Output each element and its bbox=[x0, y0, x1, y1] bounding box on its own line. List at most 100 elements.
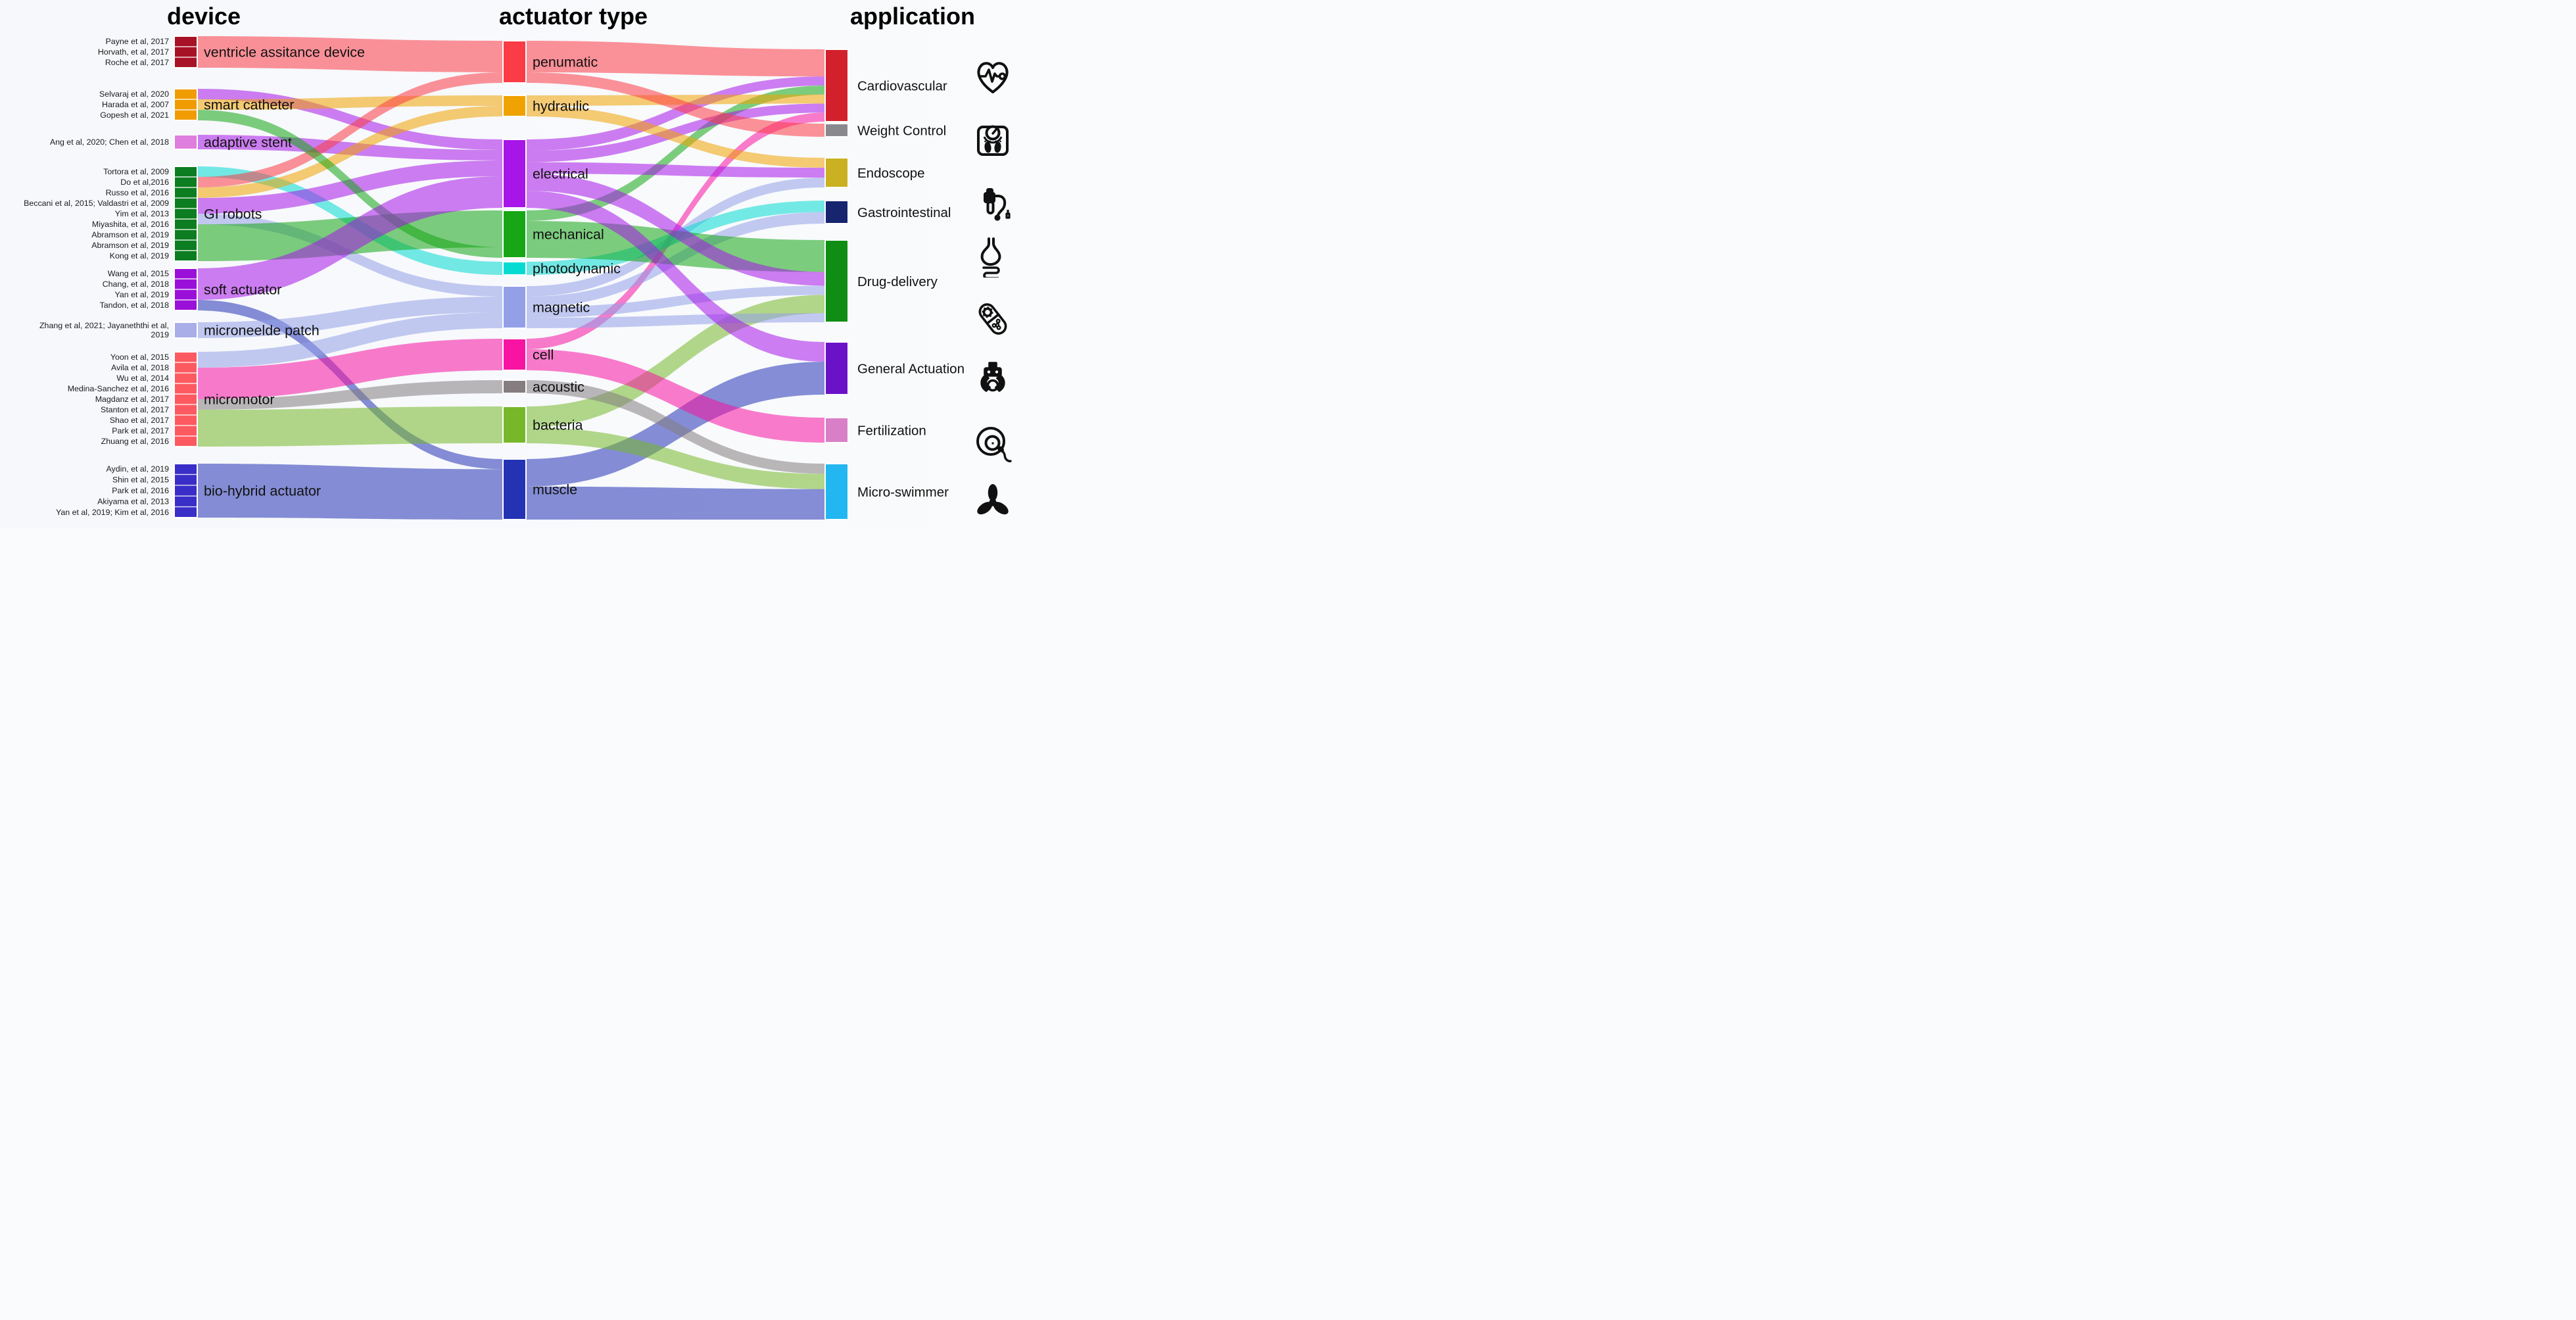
node-electrical[interactable] bbox=[502, 139, 527, 208]
flow-acoustic-swimmer[interactable] bbox=[526, 380, 825, 474]
flow-electrical-endoscope[interactable] bbox=[526, 162, 825, 178]
citation-gi-8: Kong et al, 2019 bbox=[110, 251, 169, 260]
label-device-soft: soft actuator bbox=[204, 282, 281, 298]
citation-catheter-1: Harada et al, 2007 bbox=[102, 100, 169, 109]
label-actuator-cell: cell bbox=[533, 347, 554, 363]
fertilization-icon bbox=[972, 423, 1014, 465]
label-application-cardio: Cardiovascular bbox=[857, 78, 947, 93]
label-application-weight: Weight Control bbox=[857, 123, 946, 138]
flow-mechanical-drug[interactable] bbox=[526, 221, 825, 272]
flow-magnetic-drug[interactable] bbox=[526, 285, 825, 318]
flow-gi-pneumatic[interactable] bbox=[197, 72, 503, 187]
node-magnetic[interactable] bbox=[502, 285, 527, 329]
flow-micromotor-acoustic[interactable] bbox=[197, 380, 503, 410]
citation-biohybrid-3: Akiyama et al, 2013 bbox=[97, 497, 169, 506]
citation-catheter-0: Selvaraj et al, 2020 bbox=[99, 89, 169, 99]
flow-hydraulic-endoscope[interactable] bbox=[526, 106, 825, 168]
citation-vad-2: Roche et al, 2017 bbox=[105, 58, 169, 67]
flow-patch-magnetic[interactable] bbox=[197, 297, 503, 338]
label-actuator-acoustic: acoustic bbox=[533, 379, 584, 395]
label-application-endoscope: Endoscope bbox=[857, 166, 925, 181]
flow-micromotor-bacteria[interactable] bbox=[197, 406, 503, 447]
citation-micromotor-0: Yoon et al, 2015 bbox=[110, 353, 169, 362]
node-vad[interactable] bbox=[174, 36, 198, 68]
flow-micromotor-cell[interactable] bbox=[197, 339, 503, 399]
node-weight[interactable] bbox=[824, 123, 849, 137]
citation-biohybrid-0: Aydin, et al, 2019 bbox=[106, 464, 169, 474]
node-endoscope[interactable] bbox=[824, 157, 849, 188]
node-fertilization[interactable] bbox=[824, 417, 849, 443]
citation-micromotor-5: Stanton et al, 2017 bbox=[101, 405, 169, 414]
node-stent[interactable] bbox=[174, 134, 198, 150]
flow-gi-hydraulic[interactable] bbox=[197, 106, 503, 198]
node-catheter[interactable] bbox=[174, 88, 198, 121]
node-acoustic[interactable] bbox=[502, 379, 527, 394]
flow-biohybrid-muscle[interactable] bbox=[197, 464, 503, 520]
node-cell[interactable] bbox=[502, 338, 527, 371]
label-application-swimmer: Micro-swimmer bbox=[857, 485, 949, 500]
node-micromotor[interactable] bbox=[174, 351, 198, 447]
node-cardio[interactable] bbox=[824, 49, 849, 122]
node-gastro[interactable] bbox=[824, 200, 849, 224]
citation-micromotor-3: Medina-Sanchez et al, 2016 bbox=[68, 384, 169, 393]
citation-micromotor-7: Park et al, 2017 bbox=[112, 426, 169, 435]
flow-electrical-drug[interactable] bbox=[526, 174, 825, 286]
flow-soft-electrical[interactable] bbox=[197, 176, 503, 300]
weight-scale-icon bbox=[972, 118, 1014, 160]
label-device-biohybrid: bio-hybrid actuator bbox=[204, 483, 321, 499]
label-device-vad: ventricle assitance device bbox=[204, 45, 365, 61]
citation-soft-1: Chang, et al, 2018 bbox=[103, 280, 169, 289]
label-application-drug: Drug-delivery bbox=[857, 274, 938, 289]
label-actuator-mechanical: mechanical bbox=[533, 227, 604, 243]
label-device-stent: adaptive stent bbox=[204, 135, 292, 151]
flow-mechanical-cardio[interactable] bbox=[526, 86, 825, 221]
propeller-icon bbox=[972, 480, 1014, 522]
label-device-catheter: smart catheter bbox=[204, 97, 294, 113]
flow-vad-pneumatic[interactable] bbox=[197, 36, 503, 72]
citation-patch-0: Zhang et al, 2021; Jayaneththi et al,201… bbox=[39, 321, 169, 339]
node-drug[interactable] bbox=[824, 239, 849, 323]
label-actuator-pneumatic: penumatic bbox=[533, 55, 598, 70]
node-pneumatic[interactable] bbox=[502, 40, 527, 84]
node-bacteria[interactable] bbox=[502, 406, 527, 444]
node-biohybrid[interactable] bbox=[174, 463, 198, 518]
citation-biohybrid-4: Yan et al, 2019; Kim et al, 2016 bbox=[56, 508, 169, 517]
flow-bacteria-drug[interactable] bbox=[526, 295, 825, 428]
label-application-gastro: Gastrointestinal bbox=[857, 205, 951, 220]
citation-micromotor-6: Shao et al, 2017 bbox=[110, 416, 169, 425]
robot-gripper-icon bbox=[972, 360, 1014, 403]
flow-catheter-hydraulic[interactable] bbox=[197, 95, 503, 110]
flow-gi-magnetic[interactable] bbox=[197, 214, 503, 297]
heart-pulse-icon bbox=[972, 56, 1014, 98]
citation-biohybrid-2: Park et al, 2016 bbox=[112, 486, 169, 495]
node-gi[interactable] bbox=[174, 166, 198, 262]
node-muscle[interactable] bbox=[502, 458, 527, 520]
node-patch[interactable] bbox=[174, 322, 198, 339]
citation-gi-3: Beccani et al, 2015; Valdastri et al, 20… bbox=[24, 199, 169, 208]
endoscope-icon bbox=[972, 186, 1014, 228]
flow-pneumatic-cardio[interactable] bbox=[526, 41, 825, 77]
label-actuator-bacteria: bacteria bbox=[533, 418, 583, 433]
flow-bacteria-swimmer[interactable] bbox=[526, 428, 825, 489]
flow-pneumatic-weight[interactable] bbox=[526, 72, 825, 137]
node-hydraulic[interactable] bbox=[502, 95, 527, 117]
flow-magnetic-drug[interactable] bbox=[526, 313, 825, 328]
label-application-general: General Actuation bbox=[857, 361, 965, 376]
flow-catheter-mechanical[interactable] bbox=[197, 110, 503, 258]
flow-micromotor-magnetic[interactable] bbox=[197, 312, 503, 368]
node-photodynamic[interactable] bbox=[502, 261, 527, 276]
label-device-gi: GI robots bbox=[204, 207, 262, 222]
label-actuator-electrical: electrical bbox=[533, 166, 588, 182]
citation-micromotor-2: Wu et al, 2014 bbox=[116, 374, 169, 383]
column-title-application: application bbox=[849, 3, 976, 30]
flow-muscle-swimmer[interactable] bbox=[526, 486, 825, 520]
node-swimmer[interactable] bbox=[824, 463, 849, 520]
flow-electrical-cardio[interactable] bbox=[526, 76, 825, 151]
citation-gi-0: Tortora et al, 2009 bbox=[103, 167, 169, 176]
node-mechanical[interactable] bbox=[502, 210, 527, 258]
flow-cell-fertilization[interactable] bbox=[526, 349, 825, 443]
node-general[interactable] bbox=[824, 341, 849, 395]
flow-electrical-general[interactable] bbox=[526, 191, 825, 362]
label-actuator-muscle: muscle bbox=[533, 482, 577, 498]
